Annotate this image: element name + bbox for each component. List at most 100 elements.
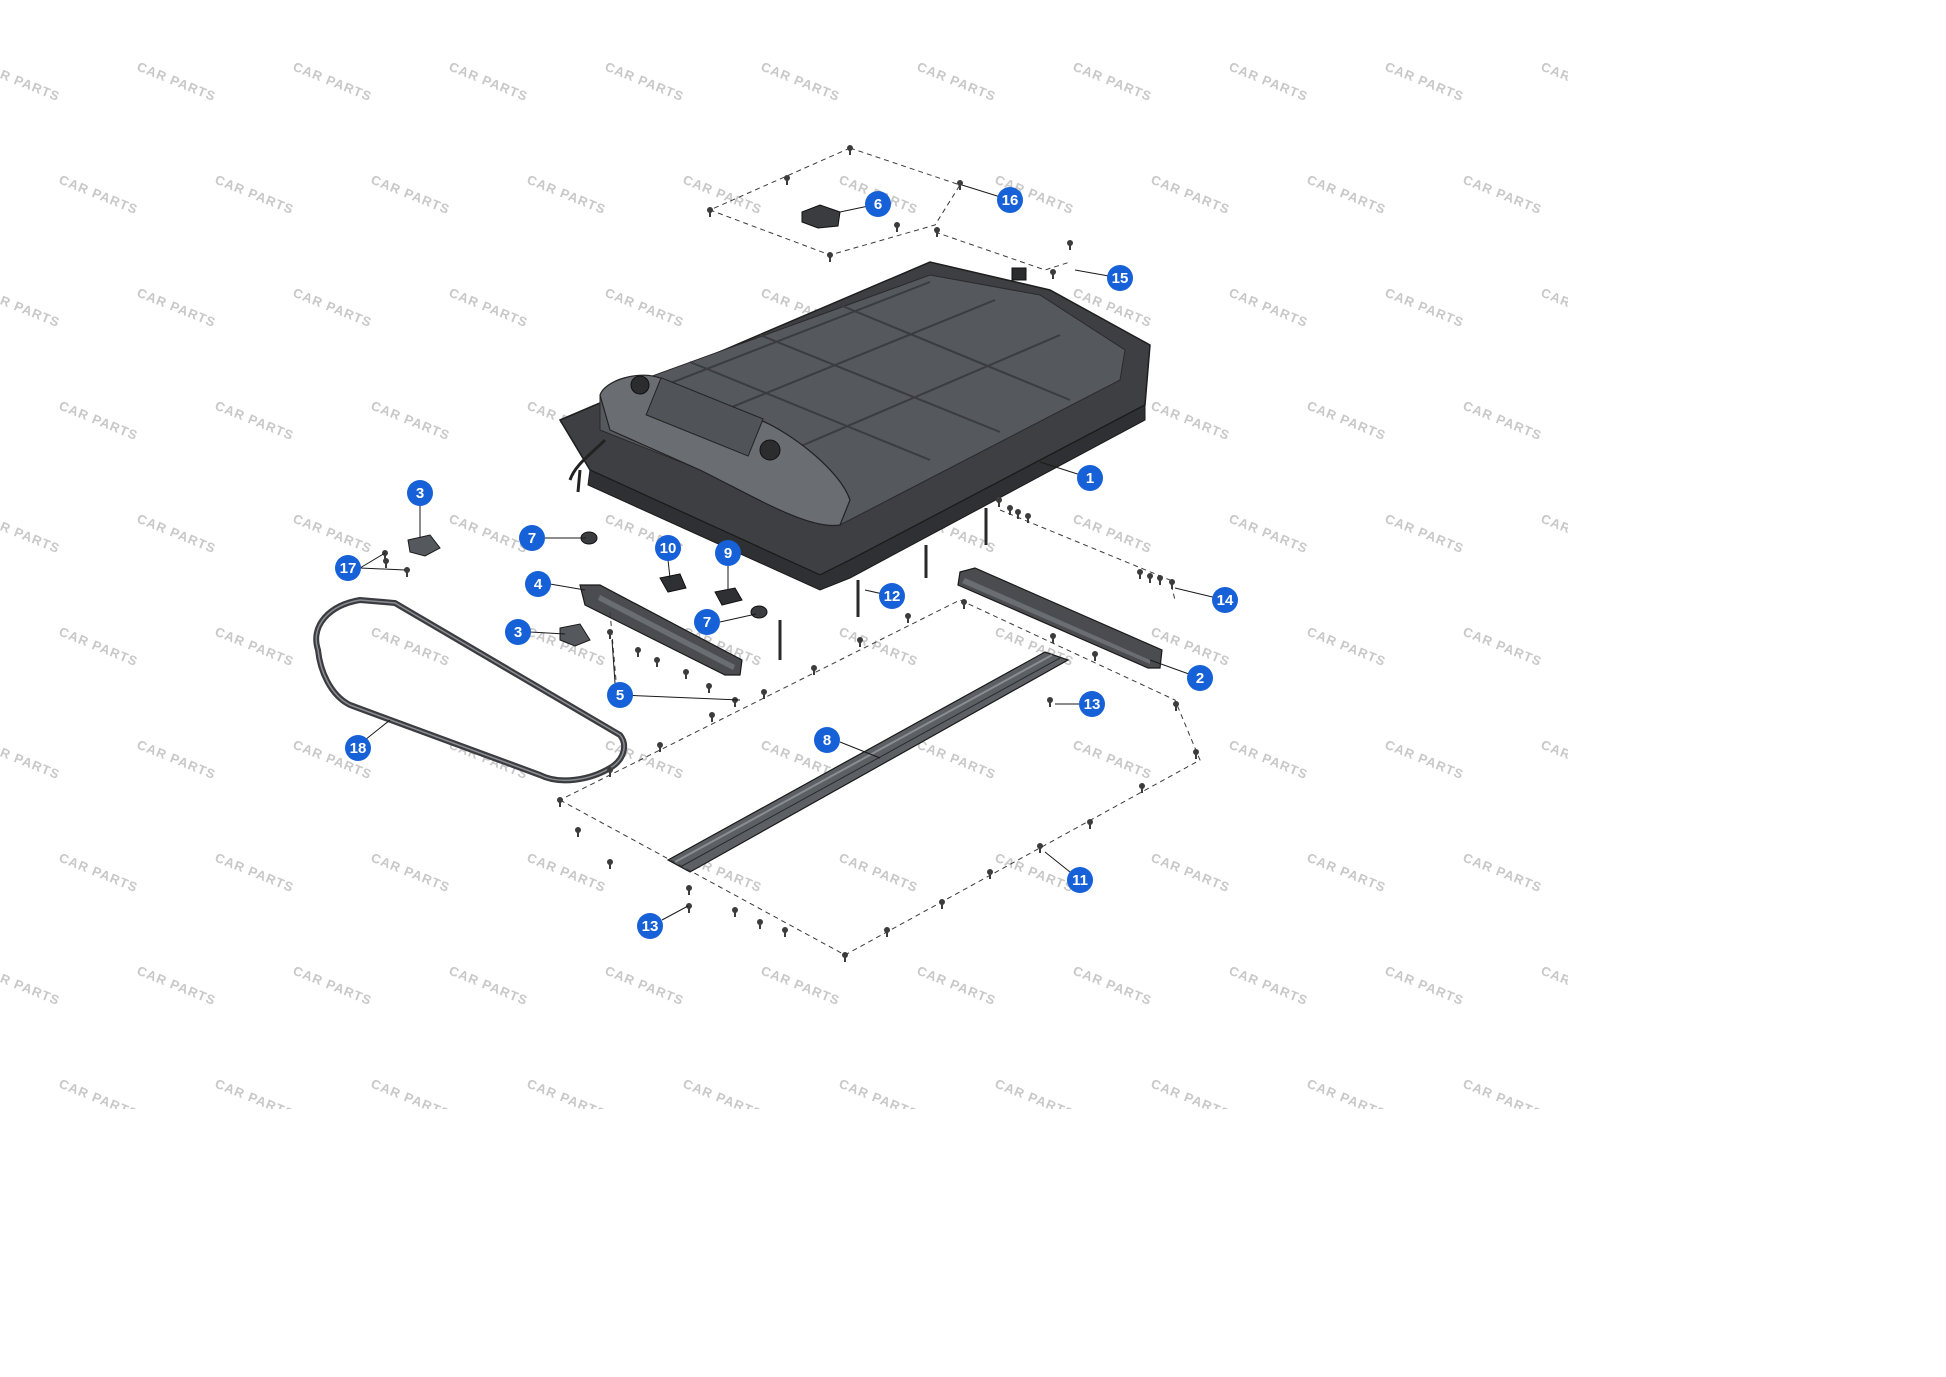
watermark-text: CAR PARTS xyxy=(0,511,62,556)
watermark-text: CAR PARTS xyxy=(135,737,218,782)
watermark-text: CAR PARTS xyxy=(1461,850,1544,895)
watermark-text: CAR PARTS xyxy=(759,963,842,1008)
watermark-text: CAR PARTS xyxy=(1149,850,1232,895)
callout-6[interactable]: 6 xyxy=(865,191,891,217)
watermark-text: CAR PARTS xyxy=(447,963,530,1008)
callout-label: 8 xyxy=(823,732,831,749)
watermark-text: CAR PARTS xyxy=(447,285,530,330)
watermark-text: CAR PARTS xyxy=(837,624,920,669)
watermark-text: CAR PARTS xyxy=(1071,511,1154,556)
callout-3-lower[interactable]: 3 xyxy=(505,619,531,645)
watermark-text: CAR PARTS xyxy=(1071,963,1154,1008)
watermark-text: CAR PARTS xyxy=(1383,737,1466,782)
callout-16[interactable]: 16 xyxy=(997,187,1023,213)
callout-4[interactable]: 4 xyxy=(525,571,551,597)
watermark-text: CAR PARTS xyxy=(915,963,998,1008)
watermark-text: CAR PARTS xyxy=(915,737,998,782)
callout-label: 17 xyxy=(340,560,357,577)
watermark-text: CAR PARTS xyxy=(213,398,296,443)
watermark-text: CAR PARTS xyxy=(57,850,140,895)
watermark-text: CAR PARTS xyxy=(135,59,218,104)
grommet-part-7-lower[interactable] xyxy=(750,605,768,619)
callout-15[interactable]: 15 xyxy=(1107,265,1133,291)
callout-label: 18 xyxy=(350,740,367,757)
side-rail-part-4[interactable] xyxy=(579,584,743,676)
clip-part-9[interactable] xyxy=(714,587,743,606)
callout-label: 5 xyxy=(616,687,624,704)
callout-2[interactable]: 2 xyxy=(1187,665,1213,691)
watermark-text: CAR PARTS xyxy=(1305,1076,1388,1109)
callout-label: 9 xyxy=(724,545,732,562)
callout-label: 3 xyxy=(416,485,424,502)
callout-3-upper[interactable]: 3 xyxy=(407,480,433,506)
watermark-text: CAR PARTS xyxy=(213,172,296,217)
watermark-text: CAR PARTS xyxy=(1461,172,1544,217)
watermark-text: CAR PARTS xyxy=(1149,1076,1232,1109)
callout-13-lower[interactable]: 13 xyxy=(637,913,663,939)
callout-label: 3 xyxy=(514,624,522,641)
fasteners xyxy=(382,145,1199,962)
watermark-text: CAR PARTS xyxy=(369,398,452,443)
watermark-text: CAR PARTS xyxy=(291,59,374,104)
callout-5[interactable]: 5 xyxy=(607,682,633,708)
watermark-text: CAR PARTS xyxy=(57,172,140,217)
callout-13-right[interactable]: 13 xyxy=(1079,691,1105,717)
watermark-text: CAR PARTS xyxy=(1539,511,1568,556)
watermark-text: CAR PARTS xyxy=(213,1076,296,1109)
callout-label: 10 xyxy=(660,540,677,557)
watermark-text: CAR PARTS xyxy=(1227,59,1310,104)
connector-part-6[interactable] xyxy=(801,204,841,229)
watermark-text: CAR PARTS xyxy=(447,59,530,104)
watermark-text: CAR PARTS xyxy=(291,963,374,1008)
watermark-text: CAR PARTS xyxy=(1383,511,1466,556)
watermark-text: CAR PARTS xyxy=(57,624,140,669)
callout-18[interactable]: 18 xyxy=(345,735,371,761)
watermark-layer: CAR PARTS CAR PARTS CAR PARTS CAR PARTS CAR … xyxy=(0,59,1568,1109)
watermark-text: CAR PARTS xyxy=(135,511,218,556)
watermark-text: CAR PARTS xyxy=(525,1076,608,1109)
watermark-text: CAR PARTS xyxy=(603,285,686,330)
watermark-text: CAR PARTS xyxy=(291,285,374,330)
callout-14[interactable]: 14 xyxy=(1212,587,1238,613)
watermark-text: CAR PARTS xyxy=(1539,963,1568,1008)
mount-part-3-upper[interactable] xyxy=(407,534,441,557)
watermark-text: CAR PARTS xyxy=(681,172,764,217)
callout-9[interactable]: 9 xyxy=(715,540,741,566)
watermark-text: CAR PARTS xyxy=(1227,963,1310,1008)
mount-part-3-lower[interactable] xyxy=(559,623,591,647)
callout-10[interactable]: 10 xyxy=(655,535,681,561)
watermark-text: CAR PARTS xyxy=(447,511,530,556)
extrusion-part-8[interactable] xyxy=(666,651,1070,873)
watermark-text: CAR PARTS xyxy=(1149,172,1232,217)
watermark-text: CAR PARTS xyxy=(1539,59,1568,104)
callout-1[interactable]: 1 xyxy=(1077,465,1103,491)
watermark-text: CAR PARTS xyxy=(837,850,920,895)
watermark-text: CAR PARTS xyxy=(681,1076,764,1109)
watermark-text: CAR PARTS xyxy=(0,963,62,1008)
side-rail-part-2[interactable] xyxy=(957,567,1163,669)
studs-part-12[interactable] xyxy=(778,508,988,660)
callout-17[interactable]: 17 xyxy=(335,555,361,581)
watermark-text: CAR PARTS xyxy=(369,1076,452,1109)
clip-part-10[interactable] xyxy=(659,573,687,593)
callout-label: 12 xyxy=(884,588,901,605)
callout-8[interactable]: 8 xyxy=(814,727,840,753)
callout-7-lower[interactable]: 7 xyxy=(694,609,720,635)
watermark-text: CAR PARTS xyxy=(603,963,686,1008)
watermark-text: CAR PARTS xyxy=(603,59,686,104)
watermark-text: CAR PARTS xyxy=(1071,59,1154,104)
callout-label: 7 xyxy=(703,614,711,631)
watermark-text: CAR PARTS xyxy=(837,1076,920,1109)
callout-label: 6 xyxy=(874,196,882,213)
callout-label: 16 xyxy=(1002,192,1019,209)
callout-7-upper[interactable]: 7 xyxy=(519,525,545,551)
watermark-text: CAR PARTS xyxy=(1149,398,1232,443)
watermark-text: CAR PARTS xyxy=(915,59,998,104)
callout-label: 13 xyxy=(642,918,659,935)
watermark-text: CAR PARTS xyxy=(1227,511,1310,556)
callout-label: 11 xyxy=(1072,872,1088,889)
callout-12[interactable]: 12 xyxy=(879,583,905,609)
watermark-text: CAR PARTS xyxy=(1149,624,1232,669)
callout-11[interactable]: 11 xyxy=(1067,867,1093,893)
watermark-text: CAR PARTS xyxy=(135,963,218,1008)
